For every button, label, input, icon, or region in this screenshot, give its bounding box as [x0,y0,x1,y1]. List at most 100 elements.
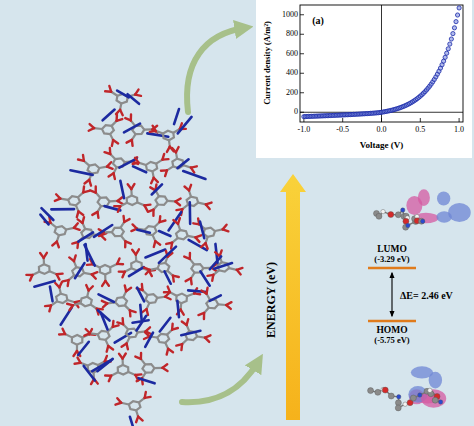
molecule [161,147,206,179]
bond-stick [154,367,162,369]
bond-stick [195,235,201,237]
data-point [443,55,447,59]
atom [395,405,401,411]
atom [428,388,432,392]
annotation: LUMO [377,244,407,254]
bond-stick [158,216,161,222]
tick-mark [342,118,343,122]
bond-stick [181,310,184,315]
bond-stick [146,270,150,274]
molecule [166,218,207,250]
bond-stick [171,243,172,249]
tick-mark [300,53,304,54]
bond-stick [55,283,59,287]
orbital-lobes [408,366,446,407]
tick-mark [300,34,304,35]
atom [410,395,416,401]
bond-stick [162,154,164,160]
axis-title: Voltage (V) [360,141,403,151]
benzene-ring [127,195,138,205]
bond-stick [129,267,144,276]
data-point [446,47,450,51]
molecule [75,356,111,384]
bond-stick [69,257,74,261]
bond-stick [191,166,197,167]
bond-stick [50,287,53,302]
bond-stick [103,303,107,307]
bond-stick [40,253,44,258]
bond-stick [139,378,155,383]
bond-stick [115,403,121,405]
bond-stick [89,128,94,131]
bond-stick [105,152,111,154]
orbital-lobe [411,366,433,378]
bond-stick [105,90,111,93]
bond-stick [84,245,94,266]
atom [388,393,394,399]
bond-stick [167,200,175,203]
lumo-orbital [373,189,470,230]
bond-stick [147,133,168,136]
bond-stick [86,285,88,290]
gap-arrow [391,273,392,316]
annotation: ΔE= 2.46 eV [400,290,453,301]
tick-label: 0.0 [377,126,387,135]
bond-stick [162,364,167,368]
bond-stick [122,216,125,222]
molecule [94,216,131,247]
pointer-arrow [187,28,244,112]
bond-stick [78,232,93,241]
tick-mark [300,112,304,113]
homo-level [368,320,416,323]
molecule [198,288,231,319]
atom [406,223,410,227]
tick-mark [381,118,382,122]
bond-stick [82,186,85,192]
bond-stick [145,333,153,347]
molecule [137,284,171,320]
molecule [89,110,123,146]
tick-label: -1.0 [298,126,311,135]
bond-stick [125,118,131,120]
bond-stick [206,203,212,205]
bond-stick [183,171,205,179]
molecule [144,247,179,284]
molecule [184,253,216,286]
tick-label: 400 [286,69,298,78]
bond-stick [150,131,156,132]
plot-frame [300,5,463,122]
bond-stick [78,219,83,223]
orbital-lobe [448,203,471,222]
bond-stick [144,203,150,206]
bond-stick [131,140,134,146]
bond-stick [59,333,65,336]
bond-stick [128,94,140,104]
bond-stick [159,247,176,263]
bond-stick [164,291,170,293]
bond-stick [165,170,167,176]
bond-stick [90,190,96,192]
axis-title: ENERGY (eV) [265,262,278,338]
tick-mark [300,73,304,74]
bond-stick [94,127,102,130]
data-point [455,13,459,17]
atom [403,402,407,406]
tick-label: 200 [286,88,298,97]
bond-stick [113,140,118,143]
tick-label: 0 [294,108,298,117]
bond-stick [152,184,162,194]
bond-stick [99,294,114,302]
bond-stick [120,181,124,198]
bond-stick [67,280,70,286]
bond-stick [104,231,112,233]
bond-stick [137,230,150,233]
bond-stick [135,357,141,359]
orbital-lobe [437,191,450,205]
bond-stick [169,212,182,230]
molecule [133,154,169,183]
atom [395,212,401,218]
atom [420,219,424,223]
data-point [449,37,453,41]
